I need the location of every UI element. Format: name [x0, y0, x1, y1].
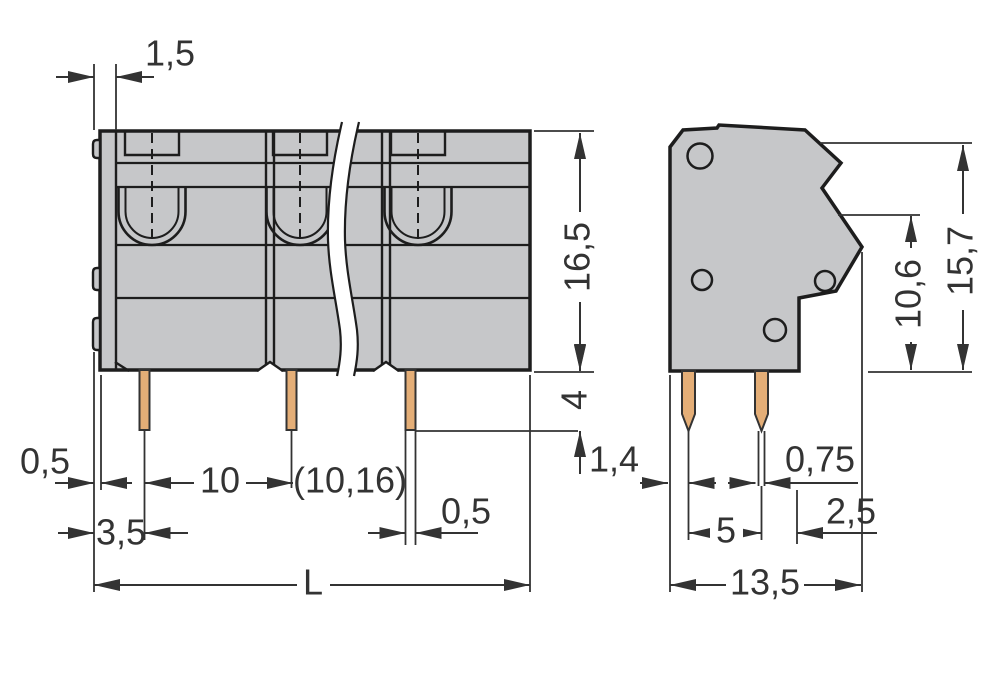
dimension-text-backgrounds — [194, 212, 982, 604]
dim-row-pitch: 5 — [716, 510, 736, 551]
joint-notch-1 — [256, 360, 284, 373]
wall-bump-middle — [91, 266, 102, 292]
hole-bottom — [762, 317, 788, 343]
dim-depth: 13,5 — [730, 562, 800, 603]
side-pin-rear — [754, 370, 769, 434]
clamp-cage-outer — [117, 187, 187, 247]
front-body — [98, 129, 532, 372]
dimension-labels: 1,5 0,5 10 (10,16) 3,5 0,5 L 16,5 4 1,4 … — [20, 33, 981, 603]
pin-2 — [285, 369, 298, 431]
clamp-cage-outer — [383, 187, 453, 247]
dim-clearance: 0,5 — [20, 441, 70, 482]
dim-height: 16,5 — [557, 222, 598, 292]
dim-pin-width: 0,5 — [441, 491, 491, 532]
dim-pin-length: 4 — [554, 390, 595, 410]
side-holes — [686, 142, 837, 343]
terminal-unit-1 — [117, 131, 187, 247]
dim-pitch: 10 — [200, 460, 240, 501]
front-view — [91, 121, 532, 431]
hole-middle-left — [690, 268, 714, 292]
dim-length-L: L — [303, 562, 323, 603]
wall-bump-bottom — [91, 316, 102, 352]
wall-bump-top — [91, 138, 102, 160]
dim-step-height: 10,6 — [888, 259, 929, 329]
break-lines — [326, 121, 361, 377]
dim-top-offset: 1,5 — [145, 33, 195, 74]
bottom-chamfer-left — [114, 360, 130, 373]
side-body — [668, 123, 865, 373]
joint-notch-2 — [372, 360, 400, 373]
pin-3 — [404, 369, 417, 431]
dim-pin-thickness: 0,75 — [785, 439, 855, 480]
dim-edge-to-pin: 1,4 — [589, 439, 639, 480]
dim-overall-height: 15,7 — [940, 226, 981, 296]
side-solder-pins — [681, 370, 769, 434]
dim-first-pin: 3,5 — [96, 512, 146, 553]
side-view — [668, 123, 865, 434]
hole-top — [686, 142, 714, 170]
dimension-arrows — [68, 71, 969, 591]
dim-rear-offset: 2,5 — [826, 491, 876, 532]
terminal-unit-3 — [383, 131, 453, 247]
unit-boundaries — [264, 131, 392, 370]
extension-lines — [93, 64, 972, 592]
side-pin-front — [681, 370, 696, 434]
pin-1 — [138, 369, 151, 431]
front-solder-pins — [138, 369, 417, 431]
hole-middle-right — [813, 269, 837, 293]
dim-pitch-alt: (10,16) — [293, 460, 407, 501]
